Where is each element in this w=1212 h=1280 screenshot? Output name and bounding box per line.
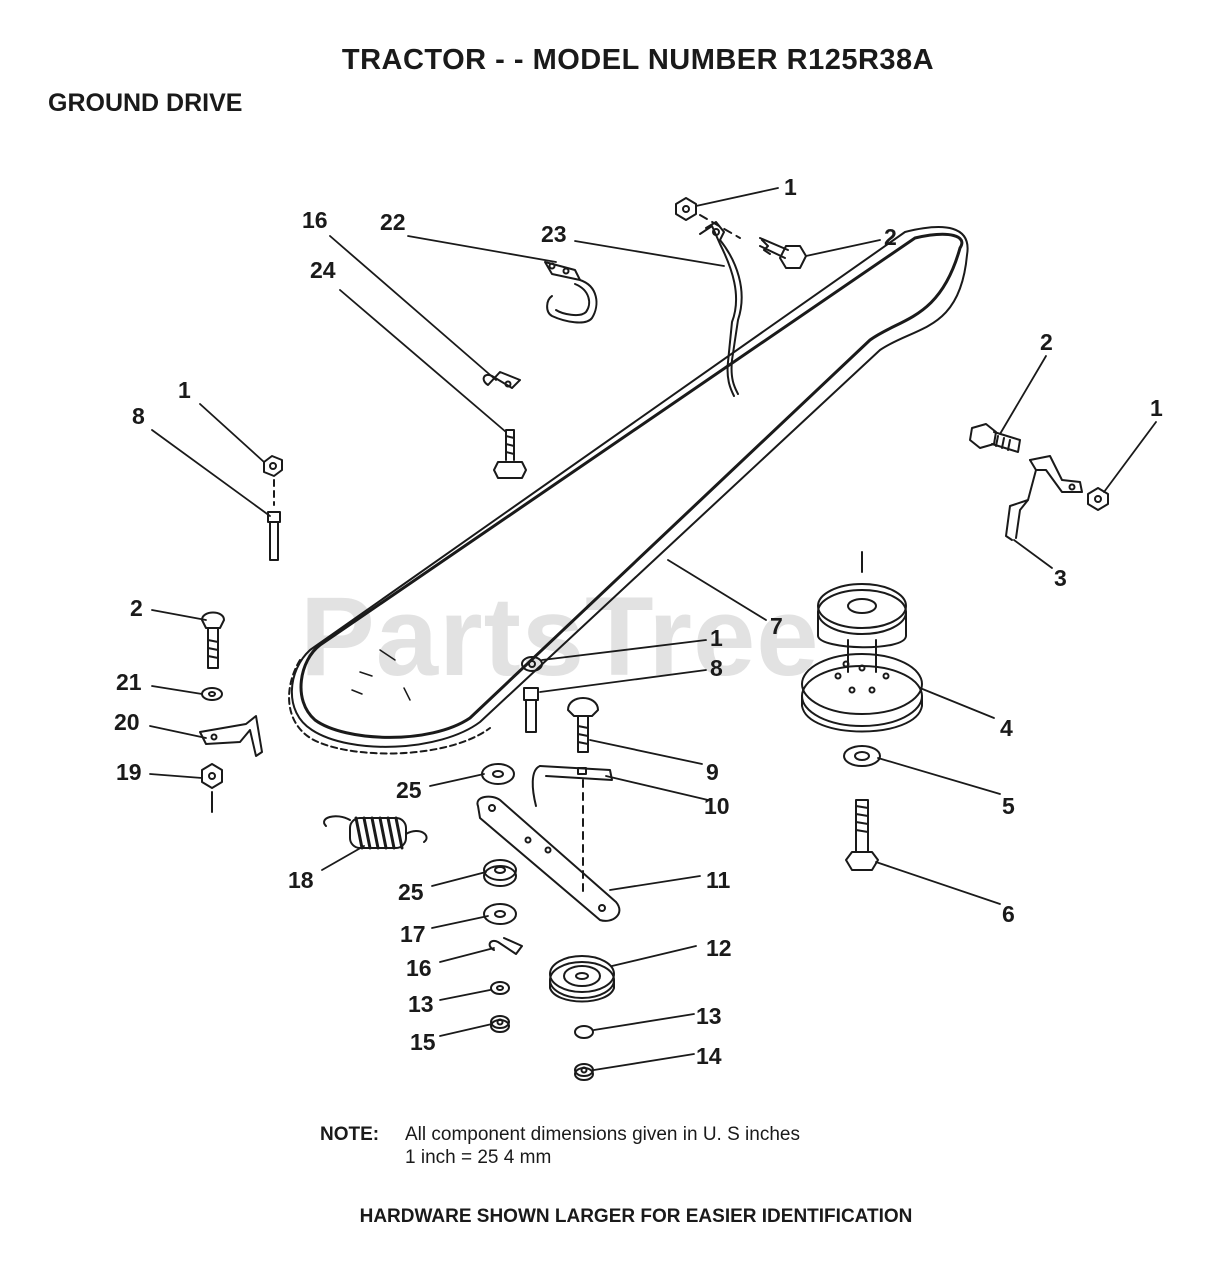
callout-1-left: 1 — [178, 377, 191, 403]
callout-16-top: 16 — [302, 207, 328, 233]
callout-14: 14 — [696, 1043, 722, 1069]
j-bracket-22 — [544, 261, 598, 324]
bolt-top — [759, 237, 807, 269]
pin-8-mid — [523, 687, 539, 733]
hex-nut-14 — [574, 1063, 594, 1081]
bolt-right — [969, 423, 1021, 453]
washer-17 — [483, 903, 517, 925]
leader-lines — [149, 187, 1157, 1071]
callout-1-top-nut: 1 — [784, 174, 797, 200]
callout-2-top-bolt: 2 — [884, 224, 897, 250]
callout-2-right: 2 — [1040, 329, 1053, 355]
washer-25-low — [483, 859, 517, 887]
carriage-bolt-2 — [201, 611, 225, 669]
washer-5 — [843, 745, 881, 767]
bolt-24 — [493, 429, 527, 479]
bracket-10 — [531, 765, 613, 807]
callout-15: 15 — [410, 1029, 436, 1055]
note-line-2: 1 inch = 25 4 mm — [405, 1147, 552, 1168]
bracket-20 — [199, 715, 263, 757]
callout-22-top: 22 — [380, 209, 406, 235]
note-line-1: All component dimensions given in U. S i… — [405, 1124, 800, 1145]
callout-2-left: 2 — [130, 595, 143, 621]
washer-13-left — [490, 981, 510, 995]
hex-nut-mid — [521, 656, 543, 672]
drive-belt — [288, 226, 969, 755]
callout-23-bracket: 23 — [541, 221, 567, 247]
callout-25-low: 25 — [398, 879, 424, 905]
clip-16-top — [482, 371, 521, 389]
pulley-4 — [801, 551, 923, 733]
hex-nut-right — [1087, 487, 1109, 511]
bracket-3 — [1005, 455, 1083, 541]
hex-nut-15 — [490, 1015, 510, 1033]
footer-text: HARDWARE SHOWN LARGER FOR EASIER IDENTIF… — [359, 1206, 913, 1227]
callout-6-bolt: 6 — [1002, 901, 1015, 927]
washer-25-top — [481, 763, 515, 785]
callout-8-mid: 8 — [710, 655, 723, 681]
callout-24-top: 24 — [310, 257, 336, 283]
note-label: NOTE: — [320, 1124, 380, 1145]
callout-3: 3 — [1054, 565, 1067, 591]
washer-13-right — [574, 1025, 594, 1039]
callout-18: 18 — [288, 867, 314, 893]
callout-16-low: 16 — [406, 955, 432, 981]
watermark: PartsTree — [300, 574, 820, 699]
pin-8-left — [267, 479, 281, 561]
callout-17: 17 — [400, 921, 426, 947]
hex-nut-left — [263, 455, 283, 477]
hex-nut-19 — [201, 763, 223, 813]
callout-4-pulley: 4 — [1000, 715, 1013, 741]
callout-1-mid: 1 — [710, 625, 723, 651]
page-title: TRACTOR - - MODEL NUMBER R125R38A — [341, 44, 935, 76]
idler-arm-11 — [476, 795, 621, 922]
bracket-23 — [699, 221, 743, 397]
callout-9: 9 — [706, 759, 719, 785]
callout-10: 10 — [704, 793, 730, 819]
callout-8-left: 8 — [132, 403, 145, 429]
callout-11: 11 — [706, 867, 731, 893]
carriage-bolt-9 — [567, 697, 599, 897]
callout-25-top: 25 — [396, 777, 422, 803]
clip-16-low — [488, 937, 523, 955]
callout-13-right: 13 — [696, 1003, 722, 1029]
callout-1-right: 1 — [1150, 395, 1163, 421]
bolt-6 — [845, 799, 879, 871]
idler-pulley-12 — [549, 955, 615, 1003]
callout-5-washer: 5 — [1002, 793, 1015, 819]
hex-nut-top — [675, 197, 741, 239]
callout-21: 21 — [116, 669, 142, 695]
washer-21 — [201, 687, 223, 701]
callout-20: 20 — [114, 709, 140, 735]
callout-13-left: 13 — [408, 991, 434, 1017]
callout-19: 19 — [116, 759, 142, 785]
spring-18 — [323, 815, 428, 850]
callout-numbers: 1 2 23 16 22 24 1 8 2 1 3 7 1 8 4 5 6 2 … — [114, 174, 1163, 1069]
callout-7-belt: 7 — [770, 613, 783, 639]
section-title: GROUND DRIVE — [48, 89, 243, 117]
callout-12: 12 — [706, 935, 732, 961]
